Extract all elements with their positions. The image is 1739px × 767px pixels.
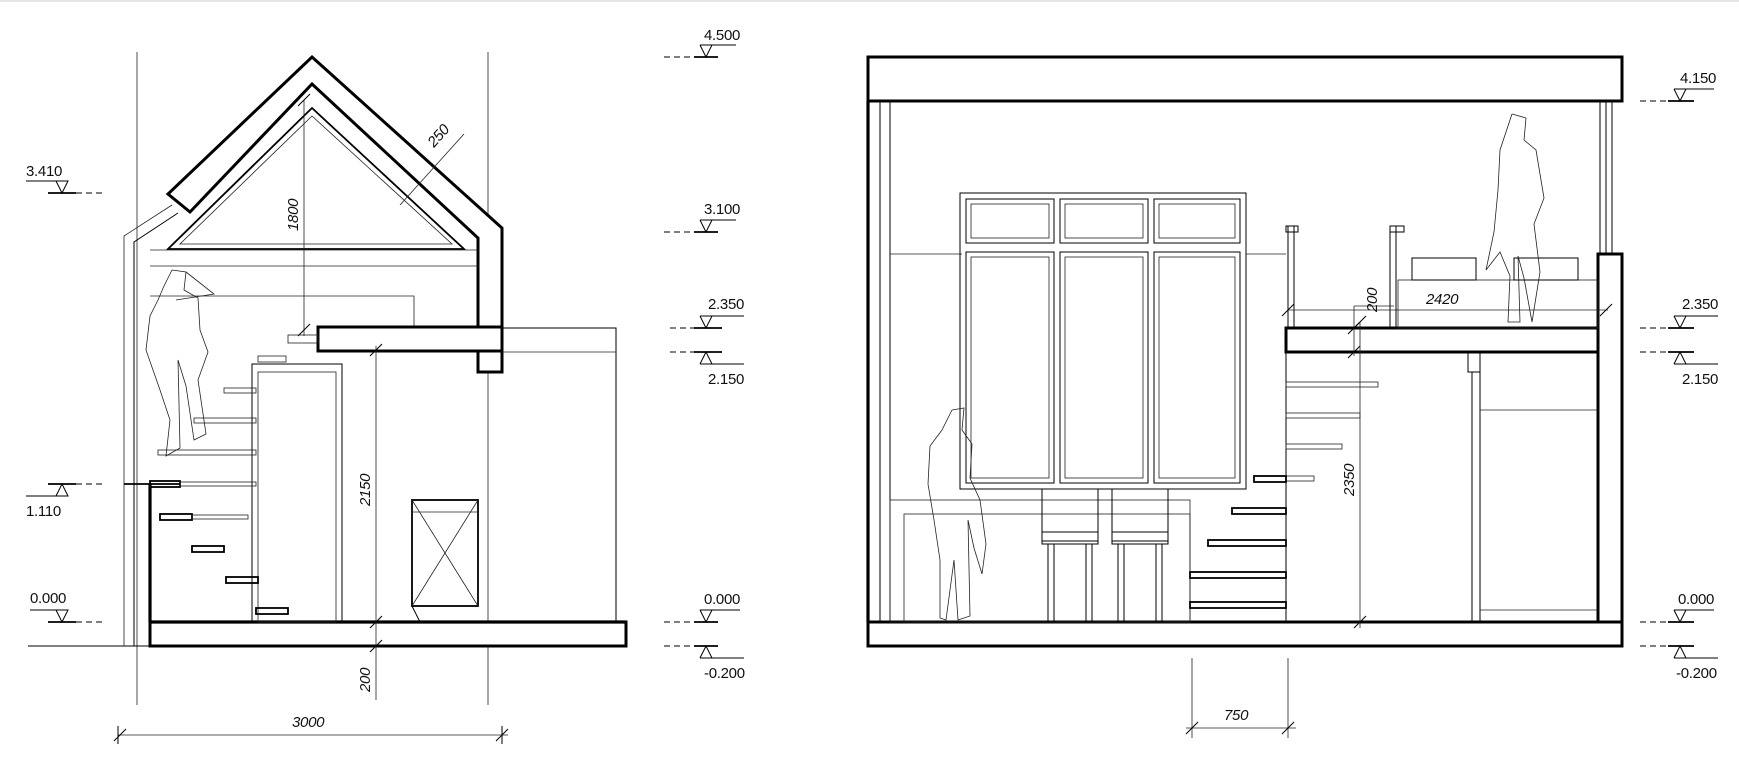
level-roof-top-right: 4.150 [1680,70,1716,87]
level-base-left: -0.200 [704,665,745,682]
level-left-high: 3.410 [26,163,62,180]
dim-stair-width: 750 [1224,707,1249,724]
dim-floor-thickness: 200 [357,667,374,693]
stair-treads-left [149,387,289,615]
level-mezz-bottom-left: 2.150 [708,371,744,388]
human-figure-right-loft [1485,113,1545,323]
level-base-right: -0.200 [1676,665,1717,682]
attic-window [165,106,467,250]
level-roof-top-left: 4.500 [704,27,740,44]
level-mezz-top-left: 2.350 [708,296,744,313]
level-mezz-bottom-right: 2.150 [1682,371,1718,388]
left-side-level-markers: 3.410 1.110 0.000 [26,163,104,624]
level-floor-right-section: 0.000 [1678,591,1714,608]
human-figure-right-lower [927,407,987,621]
dim-loft-thickness: 200 [1364,287,1381,313]
human-figure-left [145,269,209,457]
dim-width: 3000 [292,714,325,731]
right-level-markers: 4.150 2.350 2.150 0.000 -0.200 [1640,70,1718,682]
level-ridge-inner: 3.100 [704,201,740,218]
loft-bed [1397,279,1599,329]
stair-treads-right [1189,381,1379,609]
level-mezz-top-right: 2.350 [1682,296,1718,313]
desk-and-stools [889,488,1191,623]
roof-slab-right [866,55,1624,103]
dim-door-height: 2150 [357,473,374,507]
base-slab-right [866,620,1624,648]
door [251,363,343,623]
dim-loft-length: 2420 [1425,291,1459,308]
level-step: 1.110 [26,503,61,520]
loft-slab [1284,326,1600,354]
dim-attic-height: 1800 [285,198,302,231]
dim-roof-thickness: 250 [424,121,454,152]
dim-under-loft-height: 2350 [1341,463,1358,497]
roof [165,54,504,374]
right-section: 200 2420 2350 750 [866,55,1624,738]
left-section: 1800 250 2150 200 3000 [28,52,628,744]
base-slab [148,620,628,648]
wardrobe [959,192,1247,490]
left-level-markers: 4.500 3.100 2.350 2.150 0.000 -0.200 [664,27,745,682]
level-floor-left: 0.000 [30,590,66,607]
level-floor-right: 0.000 [704,591,740,608]
mezzanine-slab-left [316,325,504,353]
cabinet [411,499,479,607]
